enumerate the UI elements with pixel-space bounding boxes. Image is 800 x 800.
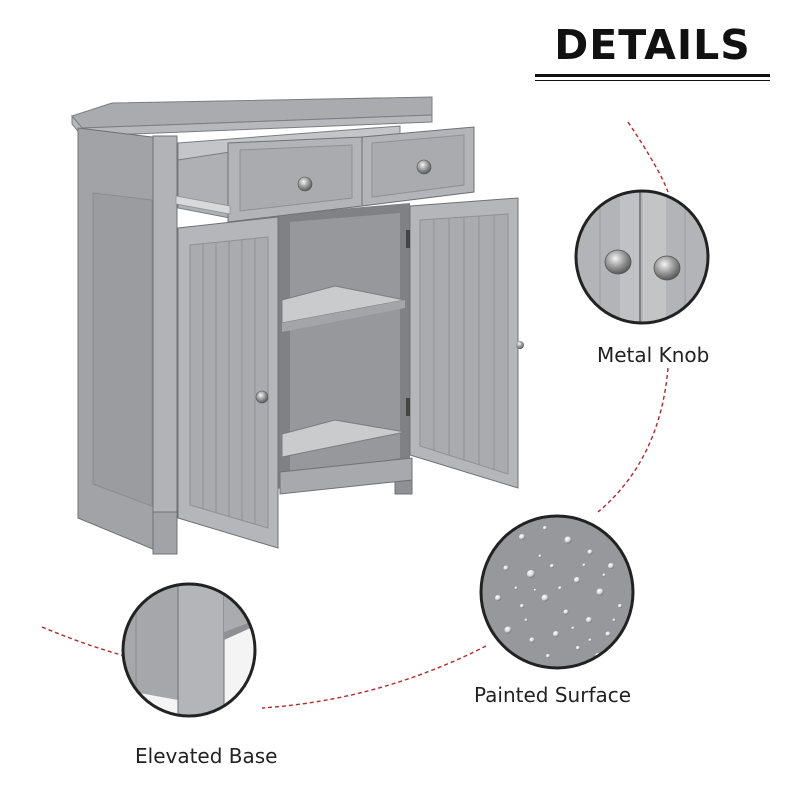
elevated-base-detail: [121, 582, 257, 718]
hinge-top: [406, 230, 410, 248]
interior-back: [290, 213, 400, 476]
painted-surface-label: Painted Surface: [474, 683, 632, 707]
dashed-line-left: [41, 626, 126, 657]
right-door-knob: [516, 341, 524, 349]
middle-shelf-edge: [282, 300, 405, 332]
dashed-line-right: [597, 367, 669, 513]
page-title: DETAILS: [554, 21, 751, 69]
drawer-runner: [175, 195, 231, 215]
drawer-front-left-inset: [239, 144, 353, 212]
dashed-line-top-right: [627, 121, 669, 193]
dashed-line-middle: [261, 645, 487, 709]
left-door-grooves: [202, 238, 256, 524]
left-door-knob: [255, 390, 269, 404]
metal-knob-label: Metal Knob: [597, 343, 710, 367]
metal-knob-detail: [574, 189, 710, 325]
callout-dashed-lines: [41, 121, 669, 709]
side-panel-inset: [92, 192, 153, 507]
elevated-base-label: Elevated Base: [135, 744, 278, 768]
cabinet: [71, 96, 524, 555]
painted-surface-detail: [479, 514, 635, 670]
drawer-knob-left: [297, 176, 313, 192]
details-heading-block: DETAILS: [535, 18, 770, 81]
heading-underline-thin: [535, 80, 770, 81]
front-stile: [152, 135, 178, 555]
hinge-bottom: [406, 398, 410, 416]
front-leg: [152, 511, 178, 555]
base-rail: [279, 457, 413, 495]
bottom-shelf: [281, 419, 406, 458]
right-door-grooves: [433, 215, 495, 469]
rear-leg: [394, 479, 413, 495]
drawer-knob-right: [416, 159, 432, 175]
heading-underline: [535, 74, 770, 77]
